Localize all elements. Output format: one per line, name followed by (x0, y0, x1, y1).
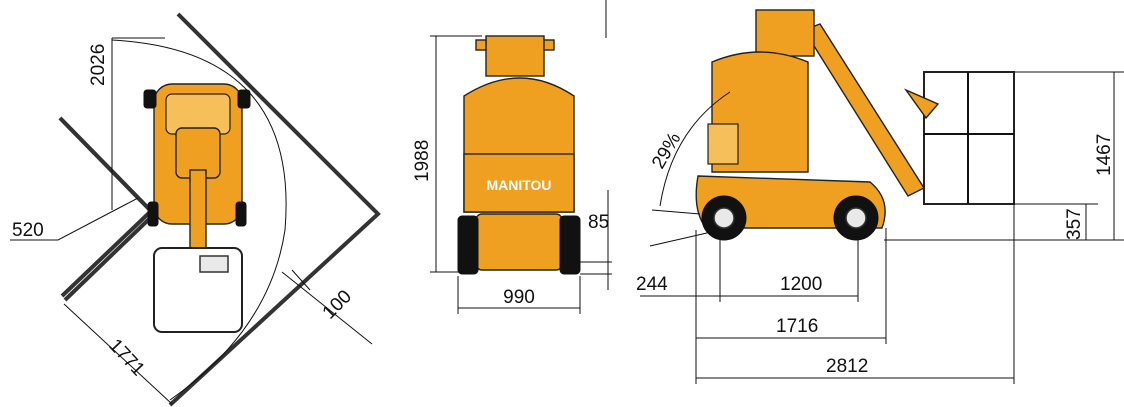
side-view: 29% 1467 357 244 1200 1716 2812 (636, 9, 1124, 384)
label-turn-inner: 520 (12, 220, 44, 241)
dim-ext-gap (291, 269, 311, 291)
wheel-bottom-right (235, 201, 247, 227)
slope-lines (649, 209, 721, 247)
label-front-height: 1988 (412, 140, 433, 182)
label-slope: 29% (648, 129, 685, 173)
machine-top-boom (189, 169, 207, 251)
wheel-top-right (237, 89, 251, 109)
label-machine-length: 1716 (776, 316, 818, 337)
side-basket-control (903, 88, 940, 120)
front-mast-top (485, 35, 545, 77)
label-clearance: 85 (588, 212, 609, 233)
turning-arc (111, 39, 287, 401)
side-boom (802, 23, 926, 197)
label-top-height: 2026 (88, 44, 109, 86)
label-basket-height: 1467 (1094, 134, 1115, 176)
front-wheel-left (457, 215, 479, 275)
side-mast-head (755, 9, 815, 57)
label-front-width: 990 (503, 287, 535, 308)
wheel-top-left (143, 89, 157, 109)
label-total-length: 2812 (826, 356, 868, 377)
front-wheel-right (559, 215, 581, 275)
side-panel (707, 123, 739, 165)
top-view: 2026 520 1771 100 (10, 12, 381, 407)
label-overhang: 244 (636, 274, 668, 295)
label-basket-floor: 357 (1064, 208, 1085, 240)
dim-ext-clearance (580, 261, 612, 275)
side-wheel-rear-hub (713, 207, 735, 229)
dim-line-turn-outer (63, 303, 173, 405)
front-chassis (475, 213, 563, 271)
corridor-wall-outer (168, 12, 381, 407)
leader-turn-inner (10, 197, 139, 241)
front-mast-ear-right (543, 39, 555, 51)
side-ext-lines (884, 71, 1124, 241)
side-wheel-front-hub (845, 207, 867, 229)
slope-arc (659, 91, 731, 207)
wheel-bottom-left (147, 201, 159, 227)
dim-line-turn-gap (281, 271, 373, 345)
side-vertical-ext (695, 204, 1015, 384)
corridor-wall-inner-bottom (60, 210, 152, 298)
label-turn-outer: 1771 (104, 335, 148, 380)
front-lower-body (463, 153, 575, 213)
front-mast-ear-left (475, 39, 487, 51)
basket-top (153, 247, 243, 333)
label-turn-gap: 100 (319, 286, 356, 323)
basket-control-box (199, 255, 229, 273)
side-basket-rails (924, 72, 1014, 204)
dim-ext-front-width (457, 276, 581, 314)
front-view: 1988 MANITOU 85 990 (412, 0, 612, 314)
label-wheelbase: 1200 (780, 274, 822, 295)
brand-logo: MANITOU (486, 177, 551, 193)
